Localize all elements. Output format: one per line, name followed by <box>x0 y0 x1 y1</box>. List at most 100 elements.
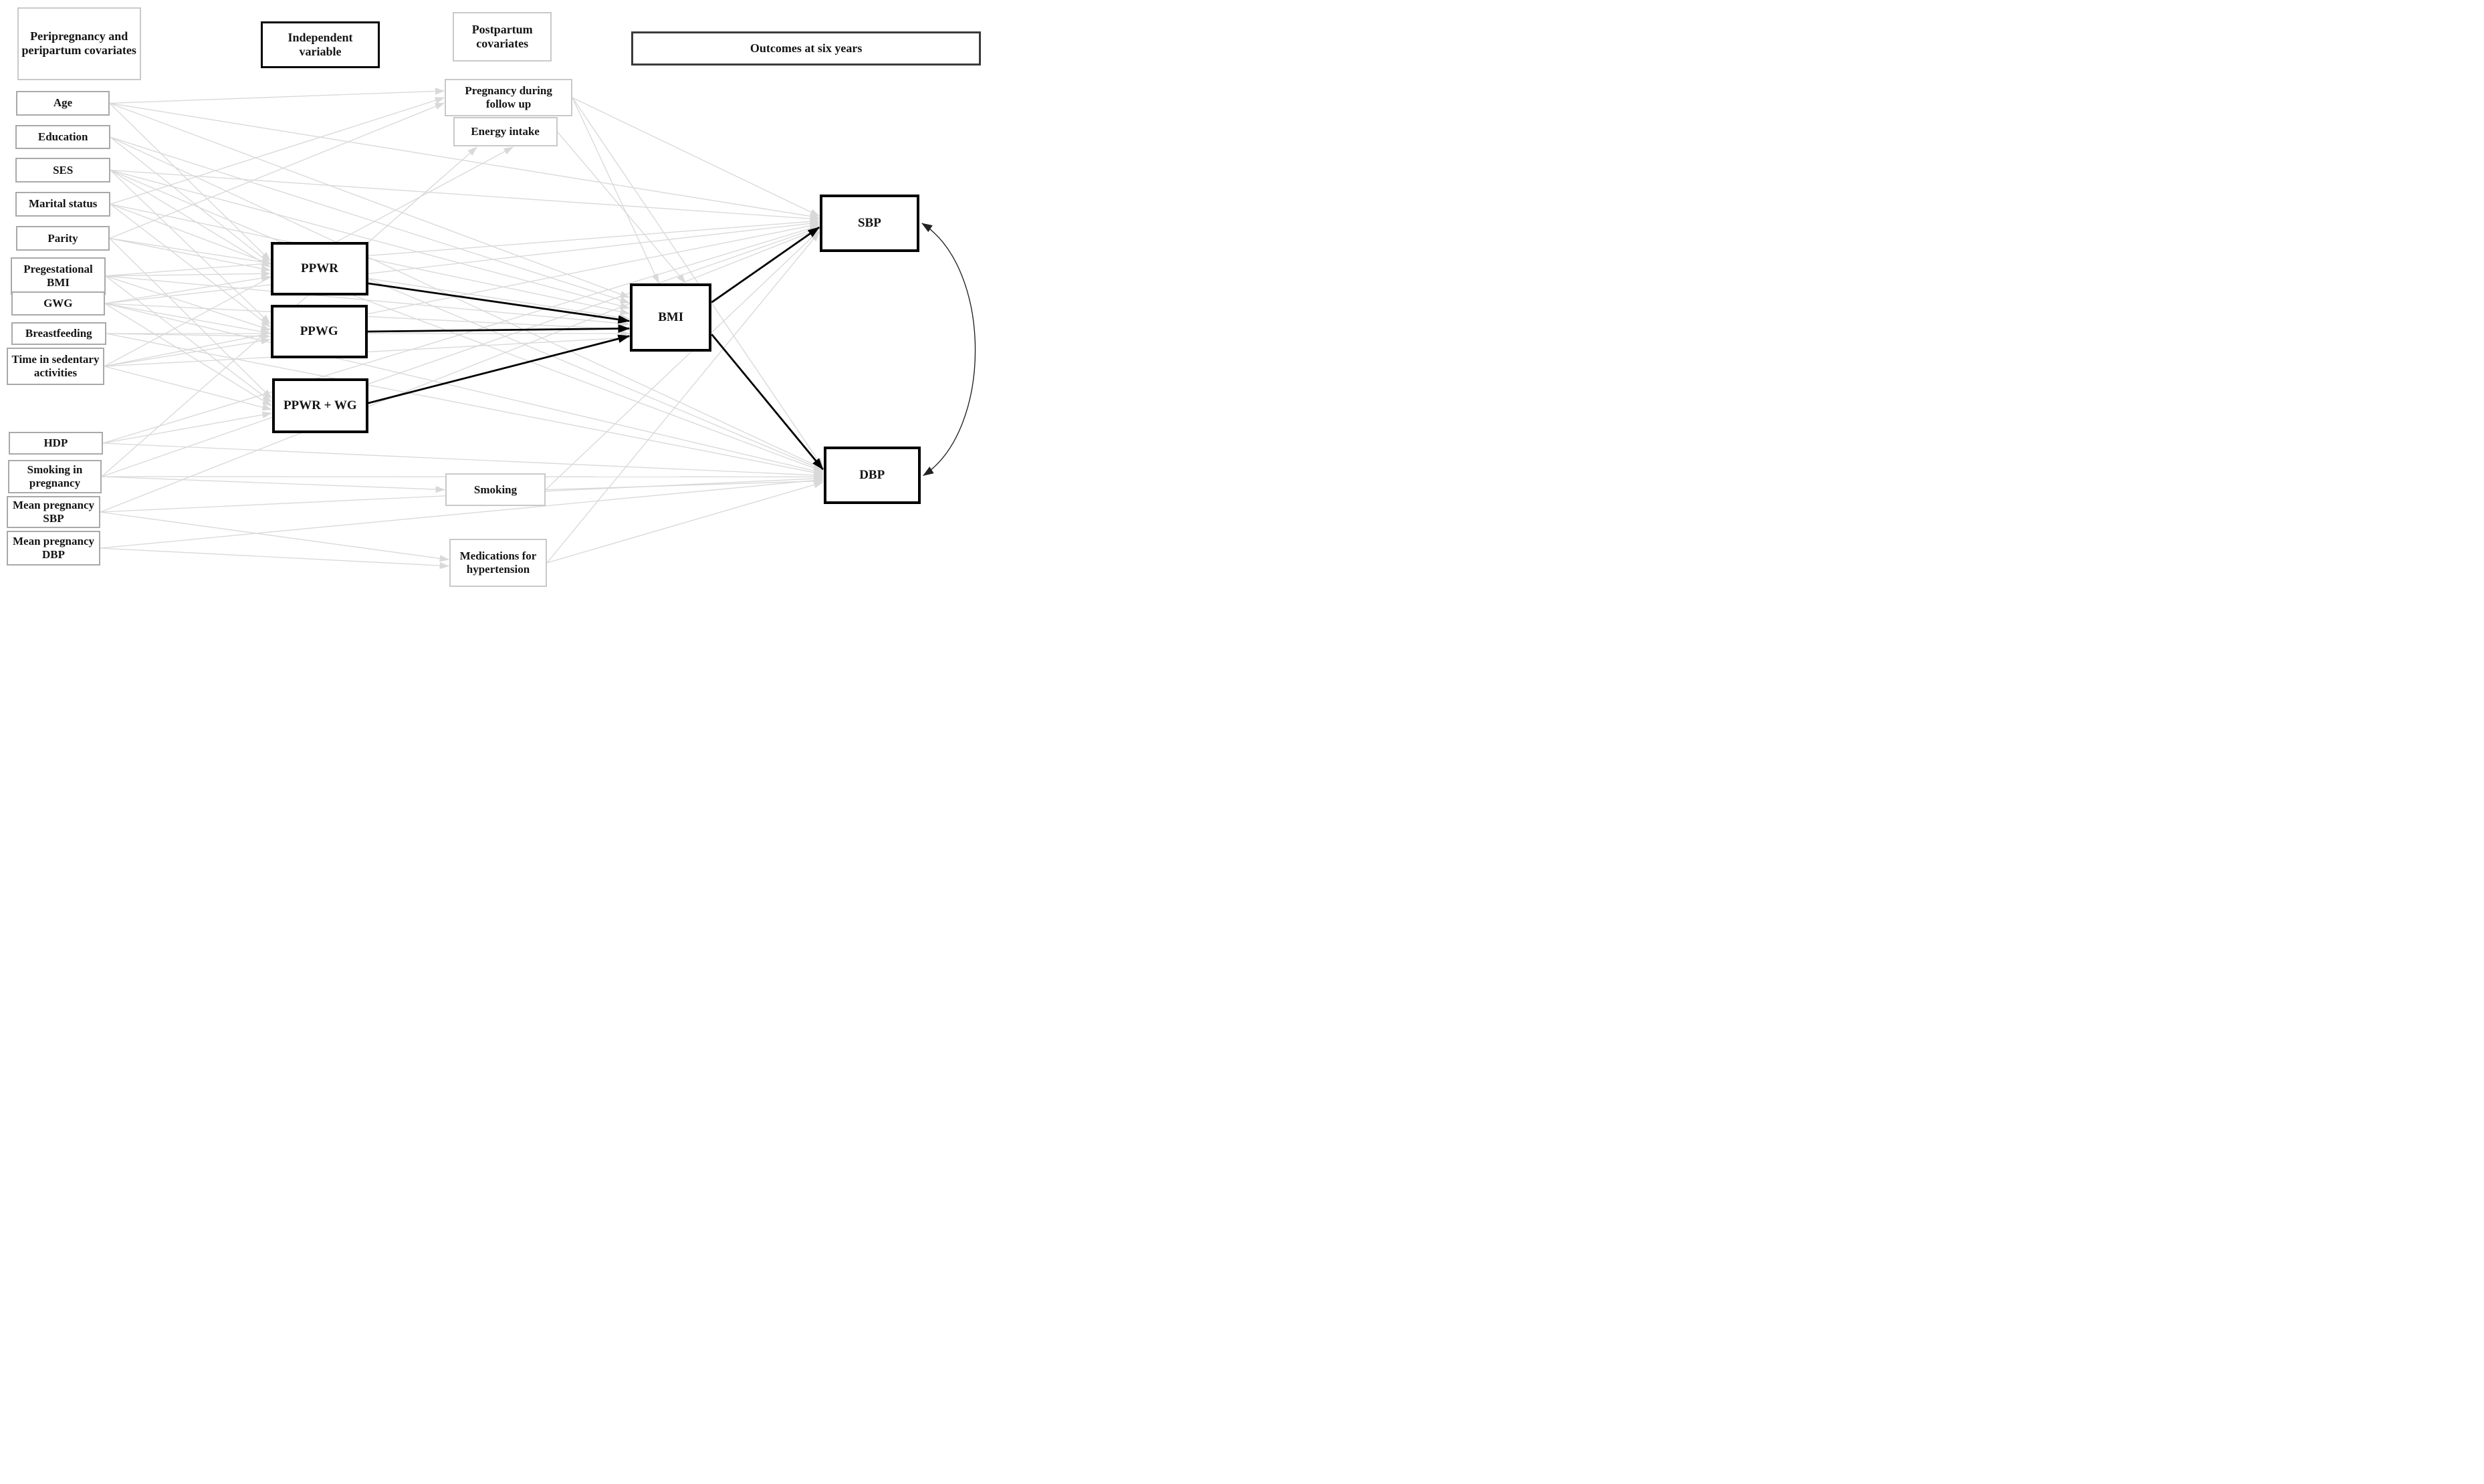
node-ses: SES <box>15 158 111 183</box>
marital-label: Marital status <box>28 197 98 211</box>
parity-label: Parity <box>47 231 78 245</box>
node-education: Education <box>15 125 111 150</box>
smoking_preg-label: Smoking in pregnancy <box>27 463 83 489</box>
edge-marital-to-preg_follow <box>110 97 445 205</box>
edge-layer <box>100 88 976 570</box>
edge-medications-to-dbp <box>546 481 824 564</box>
node-mean_sbp: Mean pregnancy SBP <box>7 496 100 528</box>
pregest_bmi-label: Pregestational BMI <box>23 262 93 289</box>
node-bmi: BMI <box>630 283 712 352</box>
smoking-label: Smoking <box>473 483 518 496</box>
node-parity: Parity <box>16 226 110 251</box>
edge-time_sedentary-to-ppwr_wg <box>104 366 272 411</box>
edge-ses-to-sbp <box>110 169 820 223</box>
header_peri-label: Peripregnancy and peripartum covariates <box>21 29 136 57</box>
node-age: Age <box>16 91 110 116</box>
edge-parity-to-preg_follow <box>109 102 445 239</box>
edge-ses-to-ppwr <box>110 170 271 268</box>
edge-preg_follow-to-sbp <box>572 97 820 217</box>
node-medications: Medications for hypertension <box>449 539 547 587</box>
edge-hdp-to-ppwr_wg <box>102 411 272 444</box>
edge-marital-to-dbp <box>110 203 824 473</box>
edge-time_sedentary-to-ppwg <box>104 338 271 367</box>
node-header_postpartum: Postpartum covariates <box>453 12 552 61</box>
edge-smoking-to-sbp <box>545 230 820 491</box>
node-preg_follow: Pregnancy during follow up <box>445 79 572 116</box>
edge-medications-to-sbp <box>546 231 820 564</box>
sbp-label: SBP <box>857 215 881 230</box>
edge-gwg-to-ppwg <box>104 303 271 336</box>
edge-parity-to-bmi <box>109 237 630 322</box>
education-label: Education <box>37 130 88 144</box>
edge-age-to-ppwr <box>109 102 271 261</box>
node-header_peri: Peripregnancy and peripartum covariates <box>17 7 141 80</box>
node-time_sedentary: Time in sedentary activities <box>7 348 104 385</box>
edge-ppwr_wg-to-bmi <box>368 334 630 404</box>
edge-smoking_preg-to-sbp <box>101 227 820 477</box>
edge-smoking-to-dbp <box>545 477 824 491</box>
ppwr_wg-label: PPWR + WG <box>283 398 357 412</box>
mean_dbp-label: Mean pregnancy DBP <box>13 534 94 561</box>
node-dbp: DBP <box>823 447 921 505</box>
edge-ppwr-to-bmi <box>368 282 630 324</box>
ses-label: SES <box>53 163 74 176</box>
edge-age-to-bmi <box>109 102 630 298</box>
node-energy: Energy intake <box>453 117 558 147</box>
medications-label: Medications for hypertension <box>459 549 537 576</box>
edge-education-to-dbp <box>110 136 824 470</box>
edge-pregest_bmi-to-ppwr <box>105 270 271 277</box>
edge-time_sedentary-to-sbp <box>104 222 820 367</box>
gwg-label: GWG <box>43 296 73 310</box>
energy-label: Energy intake <box>471 125 540 138</box>
hdp-label: HDP <box>43 436 68 449</box>
edge-marital-to-bmi <box>110 203 630 316</box>
edge-ppwg-to-bmi <box>367 324 630 333</box>
node-breastfeeding: Breastfeeding <box>11 322 106 345</box>
edge-bmi-to-sbp <box>711 226 820 303</box>
node-mean_dbp: Mean pregnancy DBP <box>7 531 100 566</box>
edge-pregest_bmi-to-ppwr_wg <box>105 275 272 402</box>
breastfeeding-label: Breastfeeding <box>25 326 92 340</box>
node-header_outcomes: Outcomes at six years <box>631 31 982 66</box>
edge-parity-to-ppwr_wg <box>109 238 272 399</box>
header_postpartum-label: Postpartum covariates <box>471 22 533 50</box>
node-header_indep: Independent variable <box>261 21 380 68</box>
time_sedentary-label: Time in sedentary activities <box>11 352 100 379</box>
edge-education-to-ppwr <box>110 136 271 265</box>
edge-hdp-to-sbp <box>102 225 820 444</box>
edge-sbp-dbp-covariance-curve <box>921 223 976 476</box>
dbp-label: DBP <box>859 468 885 483</box>
mean_sbp-label: Mean pregnancy SBP <box>13 498 94 525</box>
edge-mean_dbp-to-dbp <box>100 477 824 549</box>
edge-ses-to-dbp <box>110 169 824 471</box>
edge-hdp-to-dbp <box>102 443 824 479</box>
edges <box>100 88 976 570</box>
edge-marital-to-ppwg <box>110 203 271 328</box>
edge-preg_follow-to-dbp <box>572 97 824 469</box>
edge-bmi-to-dbp <box>711 334 824 471</box>
edge-ses-to-bmi <box>110 169 630 310</box>
edge-pregest_bmi-to-sbp <box>105 218 820 277</box>
edge-smoking_preg-to-smoking <box>101 476 445 493</box>
edge-age-to-sbp <box>109 102 820 220</box>
node-smoking: Smoking <box>445 473 546 507</box>
edge-energy-to-bmi <box>557 131 686 283</box>
edge-pregest_bmi-to-ppwg <box>105 275 271 331</box>
node-hdp: HDP <box>8 432 103 455</box>
ppwr-label: PPWR <box>301 261 338 275</box>
header_indep-label: Independent variable <box>288 30 353 58</box>
node-ppwg: PPWG <box>270 305 368 358</box>
edge-mean_sbp-to-sbp <box>100 228 820 513</box>
edge-gwg-to-sbp <box>104 220 820 304</box>
bmi-label: BMI <box>658 310 684 324</box>
node-pregest_bmi: Pregestational BMI <box>11 257 106 295</box>
node-smoking_preg: Smoking in pregnancy <box>8 460 102 493</box>
edge-breastfeeding-to-dbp <box>106 333 824 476</box>
node-marital: Marital status <box>15 191 111 217</box>
ppwg-label: PPWG <box>300 324 338 338</box>
edge-mean_sbp-to-medications <box>100 511 449 562</box>
node-gwg: GWG <box>11 291 105 316</box>
edge-gwg-to-ppwr <box>104 275 271 304</box>
edge-mean_dbp-to-medications <box>100 547 449 570</box>
